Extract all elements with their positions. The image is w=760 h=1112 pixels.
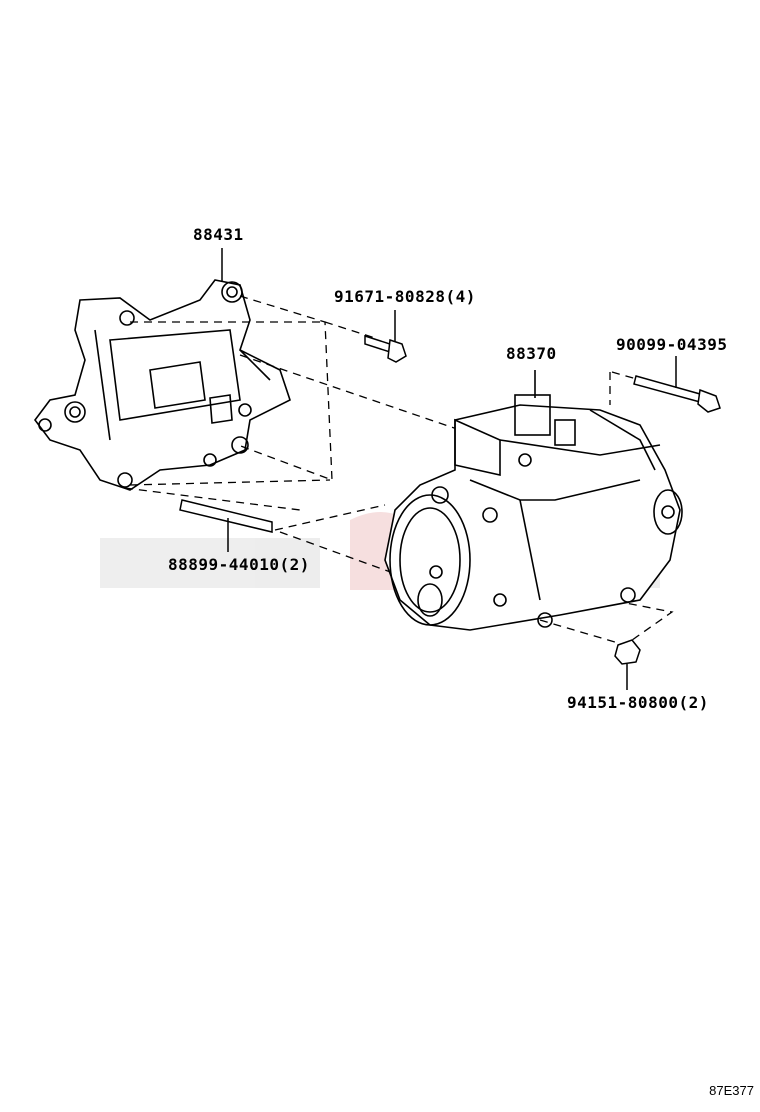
dashed-leader-lines bbox=[124, 295, 674, 646]
bolt-91671-illustration bbox=[364, 310, 407, 363]
illustration-code: 87E377 bbox=[709, 1083, 754, 1098]
part-label-compressor-bolt[interactable]: 90099-04395 bbox=[616, 335, 728, 354]
part-label-bracket-bolt[interactable]: 91671-80828(4) bbox=[334, 287, 476, 306]
bolt-90099-illustration bbox=[633, 356, 721, 413]
part-label-nut[interactable]: 94151-80800(2) bbox=[567, 693, 709, 712]
part-label-compressor[interactable]: 88370 bbox=[506, 344, 557, 363]
stud-88899-illustration bbox=[179, 499, 273, 552]
nut-94151-illustration bbox=[614, 639, 641, 690]
bracket-88431-illustration bbox=[34, 279, 291, 491]
part-label-stud[interactable]: 88899-44010(2) bbox=[168, 555, 310, 574]
part-label-bracket[interactable]: 88431 bbox=[193, 225, 244, 244]
compressor-88370-illustration bbox=[384, 370, 683, 631]
